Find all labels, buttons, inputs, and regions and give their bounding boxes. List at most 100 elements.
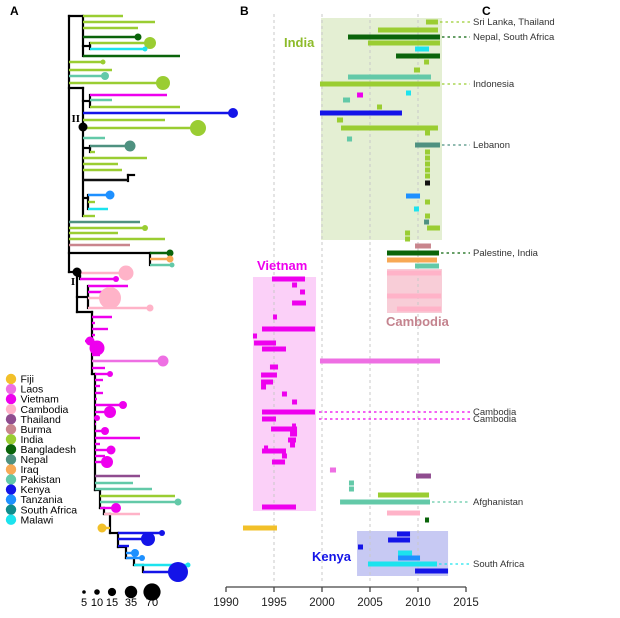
timeline-bar-india [425, 213, 430, 219]
timeline-bar-india [425, 19, 438, 25]
tree-tip-dot-india [142, 225, 148, 231]
legend-dot-pakistan [5, 474, 17, 485]
timeline-bar-cambodia [386, 293, 442, 299]
timeline-bar-vietnam [254, 340, 277, 346]
legend-label-southafrica: South Africa [21, 504, 78, 516]
tree-tip-dot-india [190, 120, 206, 136]
timeline-bar-vietnam [290, 431, 298, 437]
timeline-bar-india [377, 492, 430, 498]
region-label-india: India [284, 35, 315, 50]
timeline-bar-pakistan [348, 486, 354, 492]
timeline-bar-vietnam [264, 445, 269, 451]
timeline-bar-vietnam [262, 326, 315, 332]
timeline-bar-vietnam [261, 372, 277, 378]
annotation-lebanon: Lebanon [473, 140, 510, 151]
legend-label-india: India [21, 434, 44, 446]
legend-label-kenya: Kenya [21, 484, 51, 496]
tree-tip-dot-cambodia [146, 304, 154, 312]
legend-label-iraq: Iraq [21, 464, 39, 476]
legend-dot-vietnam [5, 393, 17, 405]
timeline-bar-india [377, 27, 438, 33]
timeline-bar-india [341, 125, 438, 131]
size-legend-dot-70 [143, 583, 161, 601]
timeline-bar-india [425, 173, 430, 179]
timeline-bar-thailand [415, 473, 431, 479]
timeline-bar-india [405, 230, 411, 236]
axis-tick-label: 2010 [405, 597, 431, 609]
timeline-bar-malawi [398, 550, 413, 556]
tree-tip-dot-malawi [142, 46, 148, 52]
legend-dot-burma [5, 424, 17, 435]
tree-tip-dot-kenya [159, 530, 165, 536]
size-legend-dot-35 [124, 585, 138, 599]
timeline-bar-malawi [415, 46, 430, 52]
annotation-palestine-india: Palestine, India [473, 248, 539, 259]
timeline-bar-kenya [388, 537, 411, 543]
legend-label-thailand: Thailand [21, 414, 61, 426]
timeline-bar-india [425, 155, 430, 161]
timeline-bar-vietnam [292, 300, 306, 306]
size-legend-label-35: 35 [125, 597, 137, 609]
timeline-bar-bangladesh [396, 53, 440, 59]
timeline-bar-iraq [386, 257, 438, 263]
legend-dot-fiji [5, 373, 17, 385]
legend-dot-tanzania [5, 494, 17, 505]
timeline-bar-vietnam [292, 282, 298, 288]
tree-tip-dot-kenya [141, 532, 155, 546]
timeline-bar-bangladesh [425, 517, 430, 523]
timeline-bar-vietnam [288, 437, 296, 443]
tree-tip-dot-vietnam [101, 427, 109, 435]
legend-dot-india [5, 434, 17, 445]
timeline-bar-vietnam [269, 364, 279, 370]
tree-tip-dot-vietnam [113, 276, 119, 282]
region-label-kenya: Kenya [312, 549, 352, 564]
timeline-bar-malawi [413, 206, 419, 212]
legend-label-malawi: Malawi [21, 514, 54, 526]
clade-node-I [72, 267, 82, 277]
timeline-bar-tanzania [406, 193, 421, 199]
timeline-bar-vietnam [262, 409, 315, 415]
annotation-south-africa: South Africa [473, 559, 525, 570]
tree-tip-dot-vietnam [104, 406, 116, 418]
timeline-bar-vietnam [281, 453, 287, 459]
axis-tick-label: 2000 [309, 597, 335, 609]
tree-tip-dot-vietnam [89, 340, 105, 356]
timeline-bar-india [425, 161, 430, 167]
timeline-bar-india [425, 149, 430, 155]
timeline-bar-india [405, 236, 411, 242]
legend-label-bangladesh: Bangladesh [21, 444, 77, 456]
tree-tip-dot-nepal [124, 140, 136, 152]
tree-tip-dot-india [156, 76, 170, 90]
timeline-bar-fiji [242, 525, 277, 531]
timeline-bar-pakistan [343, 97, 351, 103]
timeline-bar-india [336, 117, 344, 123]
legend-label-burma: Burma [21, 424, 52, 436]
tree-tip-dot-cambodia [99, 287, 121, 309]
tree-tip-dot-vietnam [119, 401, 127, 409]
size-legend-label-70: 70 [146, 597, 158, 609]
legend-label-vietnam: Vietnam [21, 394, 60, 406]
legend-dot-southafrica [5, 504, 17, 515]
tree-tip-dot-india [100, 59, 106, 65]
tree-tip-dot-fiji [97, 523, 107, 533]
timeline-bar-malawi [367, 561, 438, 567]
legend-dot-bangladesh [5, 444, 17, 455]
timeline-bar-vietnam [281, 391, 287, 397]
timeline-bar-vietnam [300, 289, 306, 295]
size-legend-dot-15 [107, 587, 117, 597]
legend-dot-nepal [5, 454, 17, 465]
size-legend-dot-5 [82, 590, 86, 594]
tree-tip-dot-cambodia [118, 265, 134, 281]
annotation-cambodia: Cambodia [473, 414, 517, 425]
timeline-bar-vietnam [292, 423, 296, 429]
legend-label-nepal: Nepal [21, 454, 48, 466]
timeline-bar-kenya [319, 110, 402, 116]
tree-tip-dot-laos [157, 355, 169, 367]
tree-tip-dot-vietnam [101, 456, 113, 468]
tree-tip-dot-vietnam [106, 445, 116, 455]
tree-tip-dot-pakistan [169, 262, 175, 268]
timeline-bar-pakistan [346, 136, 353, 142]
region-label-cambodia: Cambodia [386, 314, 450, 329]
